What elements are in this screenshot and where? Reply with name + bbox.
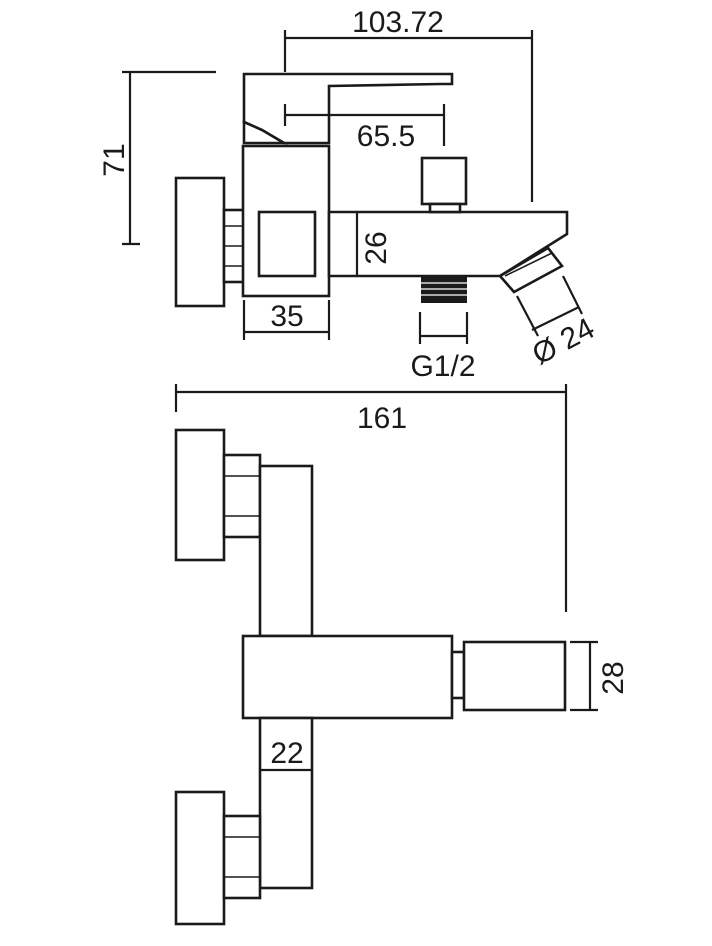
hex-nut-upper [222,453,262,539]
lever-base [242,119,289,145]
dim-lever-offset: 65.5 [357,120,415,153]
hex-nut-lower [222,814,262,900]
lever-handle [242,72,454,145]
arm-upper [258,464,314,638]
flange-upper [174,428,226,562]
arm-lower [258,716,314,890]
dim-body-width: 22 [270,737,303,770]
spout-top [462,640,567,712]
dim-body-height: 26 [360,231,393,264]
dim-total-width: 161 [357,402,407,435]
dim-body-depth: 35 [270,300,303,333]
dim-height: 71 [98,143,131,176]
side-view [174,72,569,308]
dim-thread: G1/2 [410,350,475,383]
spout-collar [450,650,466,700]
top-view [174,428,567,926]
top-dimensions [174,384,598,772]
dim-spout-reach: 103.72 [352,6,444,39]
dim-aerator-diameter: Ø 24 [527,312,600,372]
dim-spout-height: 28 [597,661,630,694]
diverter-stem [428,202,462,214]
body-recess [257,210,317,278]
diverter-knob [420,156,468,206]
wall-flange [174,176,226,308]
flange-lower [174,790,226,926]
central-body [241,634,454,720]
threaded-outlet [421,277,467,303]
side-dimensions [122,30,583,344]
aerator [497,246,564,294]
